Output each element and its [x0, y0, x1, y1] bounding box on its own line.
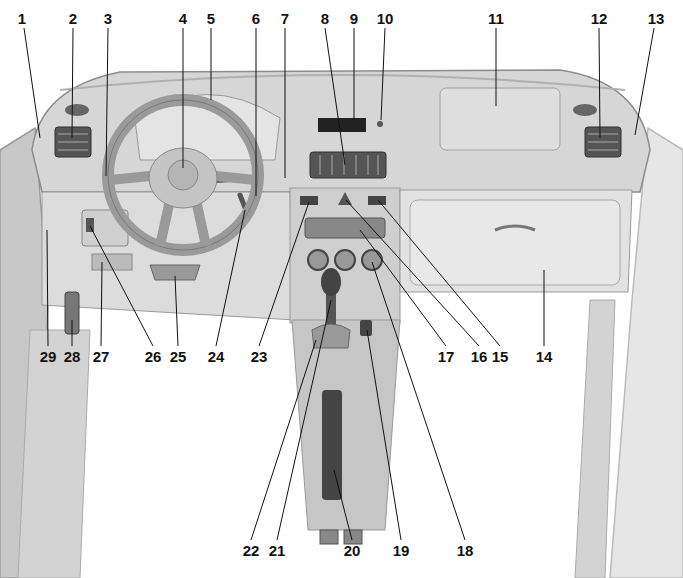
callout-number: 1 — [18, 11, 26, 26]
callout-number: 28 — [64, 349, 81, 364]
callout-number: 22 — [243, 543, 260, 558]
window-switch — [320, 530, 338, 544]
callout-number: 16 — [471, 349, 488, 364]
vent-slats — [58, 134, 618, 175]
callout-number: 7 — [281, 11, 289, 26]
callout-number: 2 — [69, 11, 77, 26]
leader-lines — [24, 28, 654, 540]
callout-number: 4 — [179, 11, 187, 26]
sensor — [377, 121, 383, 127]
vent — [55, 127, 621, 178]
callout-number: 14 — [536, 349, 553, 364]
callout-number: 18 — [457, 543, 474, 558]
gear-knob — [321, 268, 341, 296]
callout-number: 29 — [40, 349, 57, 364]
speaker — [65, 104, 89, 116]
callout-number: 23 — [251, 349, 268, 364]
left-floor — [18, 330, 90, 578]
speaker — [573, 104, 597, 116]
glovebox-area — [400, 190, 632, 292]
callout-number: 25 — [170, 349, 187, 364]
handbrake — [322, 390, 342, 500]
callout-number: 11 — [488, 11, 504, 26]
callout-number: 9 — [350, 11, 358, 26]
callout-number: 13 — [648, 11, 665, 26]
control-knobs — [308, 250, 382, 270]
callout-number: 21 — [269, 543, 286, 558]
switch — [86, 218, 94, 232]
callout-number: 20 — [344, 543, 361, 558]
airbag-panel — [440, 88, 560, 150]
callout-number: 3 — [104, 11, 112, 26]
radio — [305, 218, 385, 238]
right-floor-pillar — [575, 300, 615, 578]
callout-number: 5 — [207, 11, 215, 26]
hazard-button — [338, 192, 352, 205]
callout-number: 24 — [208, 349, 225, 364]
gear-boot — [312, 324, 350, 348]
glovebox — [410, 200, 620, 285]
callout-number: 27 — [93, 349, 110, 364]
callout-number: 8 — [321, 11, 329, 26]
callout-number: 15 — [492, 349, 509, 364]
center-tunnel — [292, 320, 400, 530]
display — [318, 118, 366, 132]
callout-number: 19 — [393, 543, 410, 558]
socket — [360, 320, 372, 336]
callout-number: 12 — [591, 11, 608, 26]
glovebox-handle — [495, 226, 535, 230]
callout-number: 26 — [145, 349, 162, 364]
callout-number: 10 — [377, 11, 394, 26]
callout-number: 6 — [252, 11, 260, 26]
callout-number: 17 — [438, 349, 455, 364]
